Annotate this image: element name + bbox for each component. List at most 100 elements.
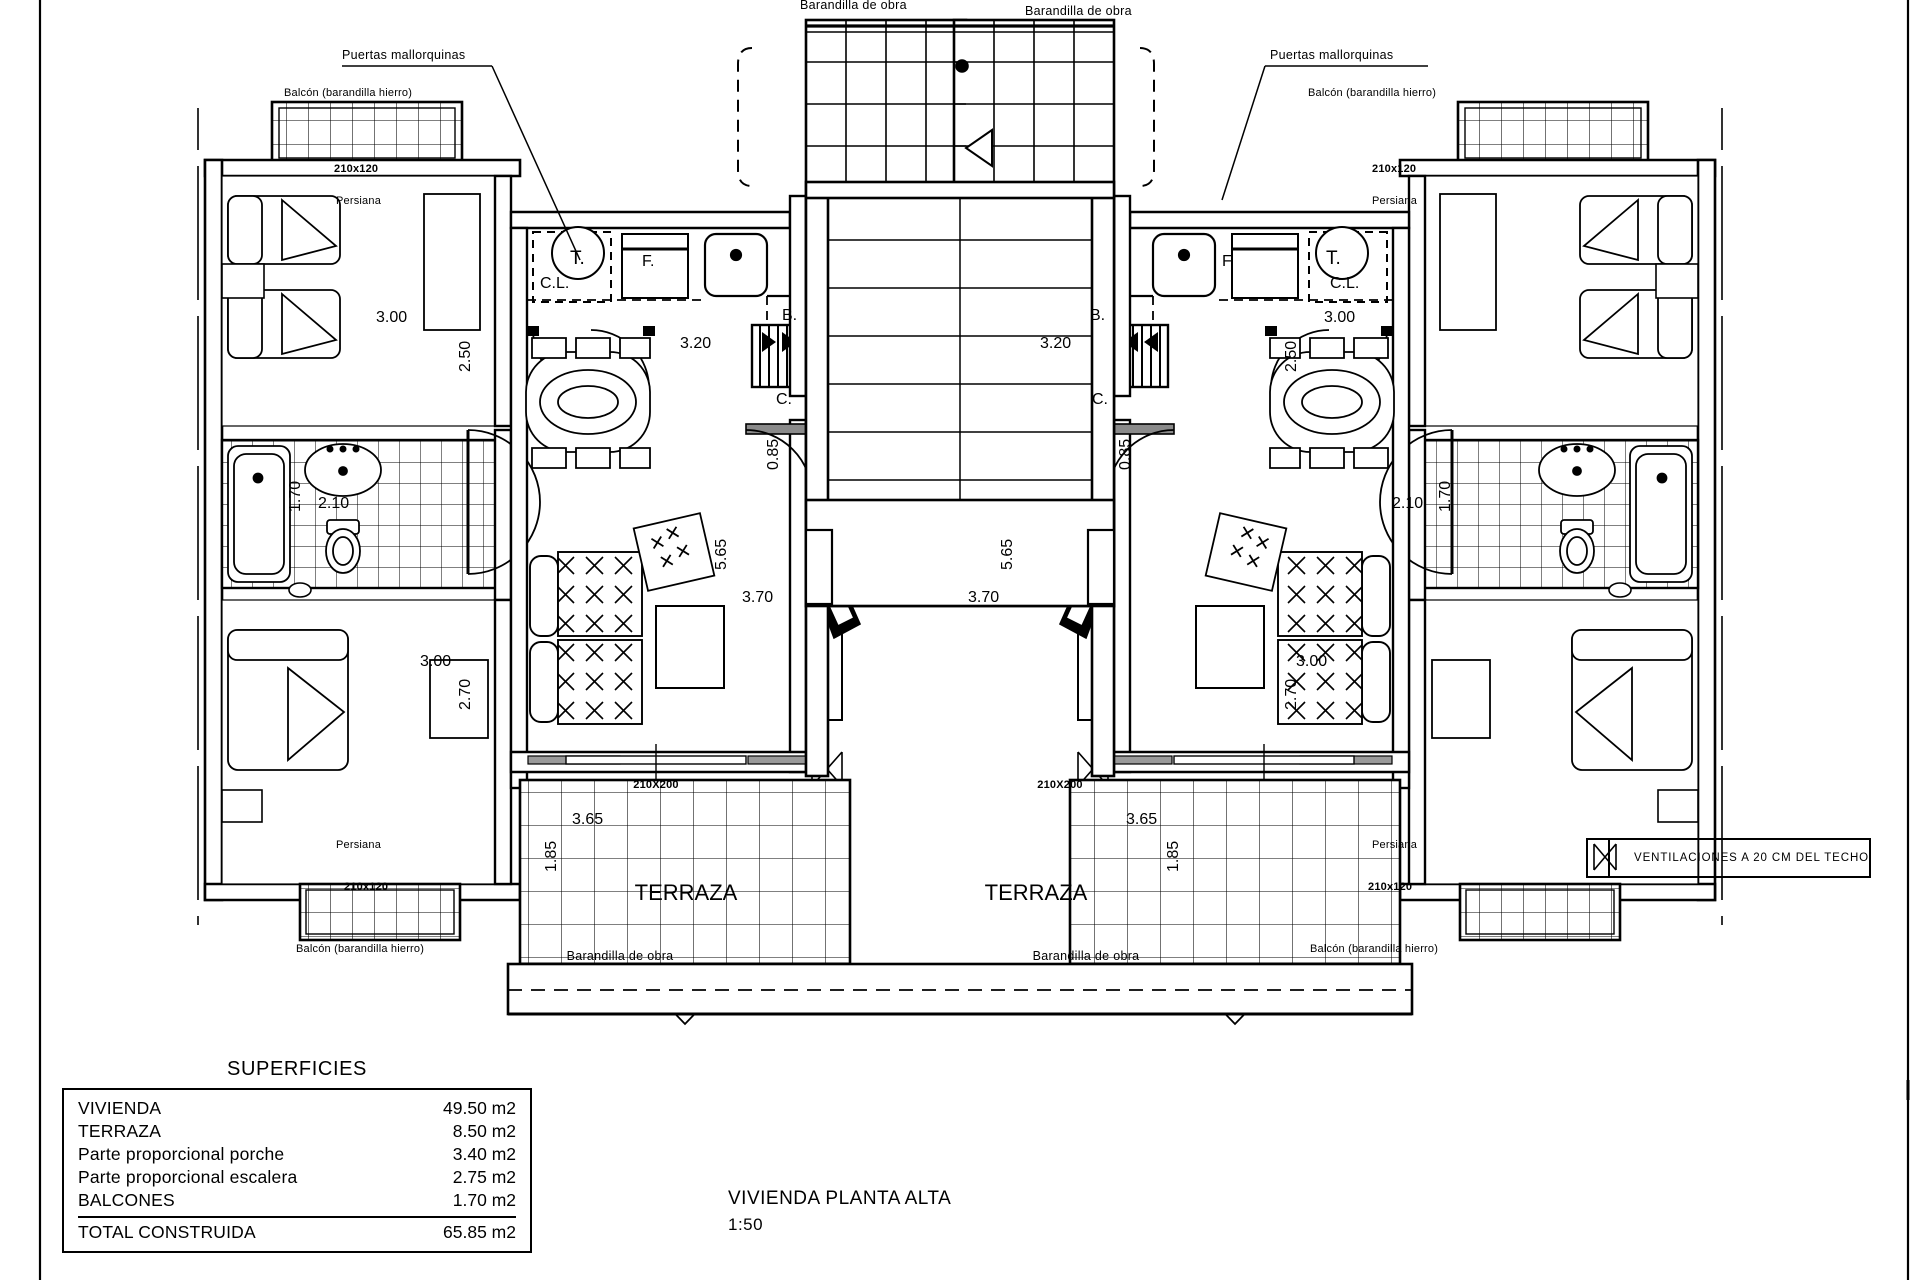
dim-terrace-depth-r: 1.85	[1165, 841, 1182, 872]
label-F-right: F.	[1222, 253, 1234, 270]
label-door-right: 210X200	[1037, 779, 1082, 791]
washer-icon	[1308, 226, 1388, 303]
label-balcon-lower-right: Balcón (barandilla hierro)	[1310, 943, 1438, 955]
wardrobe-icon	[1439, 193, 1497, 331]
label-window-lower-left: 210x120	[344, 881, 388, 893]
label-persiana-upper-left: Persiana	[336, 195, 382, 207]
bedroom-upper-left	[221, 174, 513, 428]
label-C-right: C.	[1092, 391, 1108, 408]
dimension-labels-left: 3.00 2.50 2.10 1.70 3.00 2.70 3.20 0.85 …	[287, 309, 782, 872]
dim-bedroom-lower-width: 3.00	[420, 653, 451, 670]
dim-hall-width: 0.85	[765, 439, 782, 470]
nightstand-icon	[1655, 263, 1699, 299]
label-barandilla-terrace-right: Barandilla de obra	[1033, 949, 1140, 963]
label-T-right: T.	[1326, 248, 1341, 269]
balcony-upper-right	[1456, 100, 1650, 166]
sofa-icon	[1277, 551, 1391, 725]
dim-bedroom-upper-width-r: 3.00	[1324, 309, 1355, 326]
bedroom-lower-right	[1407, 598, 1699, 886]
central-staircase	[737, 18, 1155, 778]
drawing-scale: 1:50	[728, 1214, 764, 1234]
dim-living-length: 5.65	[713, 539, 730, 570]
dim-kitchen-length-r: 3.20	[1040, 335, 1071, 352]
superficies-table: SUPERFICIES VIVIENDA 49.50 m2 TERRAZA 8.…	[62, 1058, 532, 1253]
dimension-labels-right: 3.00 2.50 2.10 1.70 3.00 2.70 3.20 0.85 …	[968, 309, 1454, 872]
balcony-lower-right	[1458, 882, 1622, 942]
stair-direction-icon	[964, 128, 993, 168]
nightstand-icon	[221, 263, 265, 299]
coffee-table-icon	[1195, 605, 1265, 689]
dim-bathroom-width-r: 2.10	[1392, 495, 1423, 512]
bed-icon	[1571, 629, 1693, 771]
label-persiana-upper-right: Persiana	[1372, 195, 1418, 207]
bed-icon	[227, 195, 341, 359]
label-F-left: F.	[642, 253, 654, 270]
row-value: 1.70 m2	[452, 1190, 516, 1211]
rug-icon	[632, 512, 716, 592]
table-row: TERRAZA 8.50 m2	[78, 1120, 516, 1143]
label-B-right: B.	[1090, 307, 1105, 324]
dim-terrace-length-r: 3.65	[1126, 811, 1157, 828]
label-puertas-mallorquinas-right: Puertas mallorquinas	[1270, 48, 1393, 62]
balcony-lower-left	[298, 882, 462, 942]
label-barandilla-top-left: Barandilla de obra	[800, 0, 907, 12]
bidet-icon	[288, 582, 312, 598]
walls-right-unit	[1398, 158, 1717, 902]
sink-icon	[1538, 443, 1616, 497]
dim-bedroom-upper-depth: 2.50	[457, 341, 474, 372]
dim-bedroom-lower-depth: 2.70	[457, 679, 474, 710]
dim-bedroom-lower-width-r: 3.00	[1296, 653, 1327, 670]
ventilation-legend: VENTILACIONES A 20 CM DEL TECHO	[1586, 838, 1871, 878]
dim-terrace-length: 3.65	[572, 811, 603, 828]
row-value: 8.50 m2	[452, 1121, 516, 1142]
row-label: Parte proporcional porche	[78, 1144, 285, 1165]
left-unit	[197, 100, 862, 1026]
bidet-icon	[1608, 582, 1632, 598]
dim-hall-width-r: 0.85	[1117, 439, 1134, 470]
total-label: TOTAL CONSTRUIDA	[78, 1222, 256, 1243]
porch-slab	[506, 962, 1414, 1016]
label-C-left: C.	[776, 391, 792, 408]
row-value: 3.40 m2	[452, 1144, 516, 1165]
label-balcon-upper-right: Balcón (barandilla hierro)	[1308, 87, 1436, 99]
label-B-left: B.	[782, 307, 797, 324]
dim-living-width: 3.70	[742, 589, 773, 606]
dim-kitchen-length: 3.20	[680, 335, 711, 352]
living-room-right	[1058, 512, 1391, 725]
table-row: Parte proporcional escalera 2.75 m2	[78, 1166, 516, 1189]
entry-door-right	[1086, 528, 1116, 606]
label-door-left: 210X200	[633, 779, 678, 791]
coffee-table-icon	[655, 605, 725, 689]
nightstand-icon	[221, 789, 263, 823]
annotation-labels: Barandilla de obra Barandilla de obra Pu…	[284, 0, 1438, 963]
label-barandilla-top-right: Barandilla de obra	[1025, 4, 1132, 18]
terrace-door-left	[509, 744, 843, 787]
label-terraza-right: TERRAZA	[985, 880, 1088, 905]
bathtub-icon	[1629, 445, 1693, 583]
fridge-icon	[1231, 233, 1299, 299]
label-CL-right: C.L.	[1330, 275, 1359, 292]
label-window-lower-right: 210x120	[1368, 881, 1412, 893]
wardrobe-icon	[1431, 659, 1491, 739]
label-barandilla-terrace-left: Barandilla de obra	[567, 949, 674, 963]
table-row-total: TOTAL CONSTRUIDA 65.85 m2	[78, 1221, 516, 1244]
label-balcon-lower-left: Balcón (barandilla hierro)	[296, 943, 424, 955]
bedroom-upper-right	[1407, 174, 1699, 428]
nightstand-icon	[1657, 789, 1699, 823]
dim-bathroom-width: 2.10	[318, 495, 349, 512]
total-value: 65.85 m2	[443, 1222, 516, 1243]
corridor-right	[1112, 194, 1132, 774]
sheet-frame	[38, 0, 1910, 1280]
row-label: VIVIENDA	[78, 1098, 162, 1118]
rug-icon	[1204, 512, 1288, 592]
ventilation-note: VENTILACIONES A 20 CM DEL TECHO	[1634, 852, 1869, 864]
toilet-icon	[325, 519, 361, 574]
kitchen-right	[1128, 210, 1411, 790]
label-puertas-mallorquinas-left: Puertas mallorquinas	[342, 48, 465, 62]
row-label: Parte proporcional escalera	[78, 1167, 298, 1188]
dim-bedroom-lower-depth-r: 2.70	[1283, 679, 1300, 710]
superficies-heading: SUPERFICIES	[227, 1058, 367, 1080]
dining-table-left	[525, 337, 651, 469]
stair-post-icon	[955, 59, 969, 73]
